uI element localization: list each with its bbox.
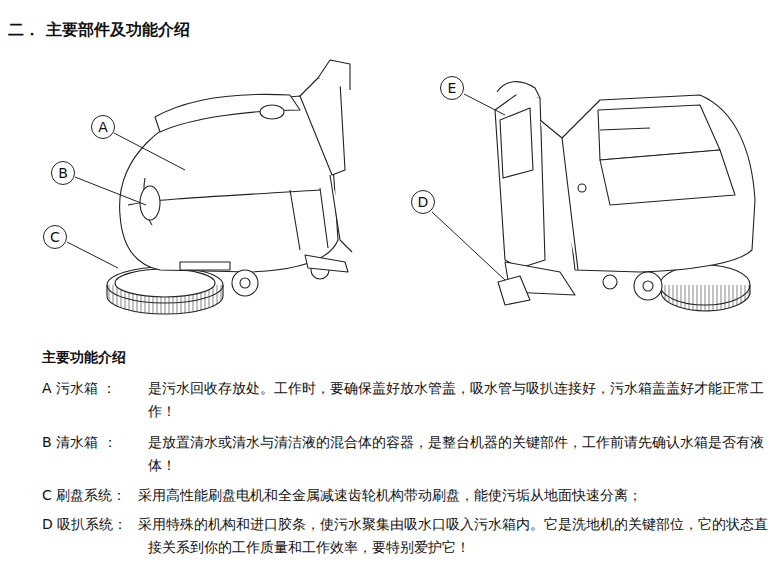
page-title: 二． 主要部件及功能介绍	[8, 18, 190, 41]
callout-letter: D	[418, 195, 429, 209]
part-description: 是放置清水或清水与清洁液的混合体的容器，是整台机器的关键部件，工作前请先确认水箱…	[148, 431, 770, 477]
callout-circle: B	[51, 161, 75, 185]
part-description: 采用高性能刷盘电机和全金属减速齿轮机构带动刷盘，能使污垢从地面快速分离；	[138, 484, 770, 507]
part-key: B 清水箱 ：	[42, 431, 117, 454]
callout-letter: C	[50, 230, 60, 244]
subheading: 主要功能介绍	[42, 346, 126, 369]
right-machine	[495, 82, 755, 311]
callout-letter: E	[448, 81, 457, 95]
left-machine	[107, 60, 352, 314]
part-description: 采用特殊的机构和进口胶条，使污水聚集由吸水口吸入污水箱内。它是洗地机的关键部位，…	[148, 513, 770, 559]
callout-circle: A	[91, 115, 115, 139]
part-key: A 污水箱 ：	[42, 377, 116, 400]
part-key: D 吸扒系统：	[42, 513, 127, 536]
callout-letter: B	[58, 166, 68, 180]
callout-circle: C	[43, 225, 67, 249]
leader-lines	[67, 94, 505, 280]
callout-circle: D	[411, 190, 435, 214]
part-description: 是污水回收存放处。工作时，要确保盖好放水管盖，吸水管与吸扒连接好，污水箱盖盖好才…	[148, 377, 770, 423]
part-key: C 刷盘系统：	[42, 484, 126, 507]
callout-letter: A	[98, 120, 108, 134]
callout-circle: E	[440, 76, 464, 100]
